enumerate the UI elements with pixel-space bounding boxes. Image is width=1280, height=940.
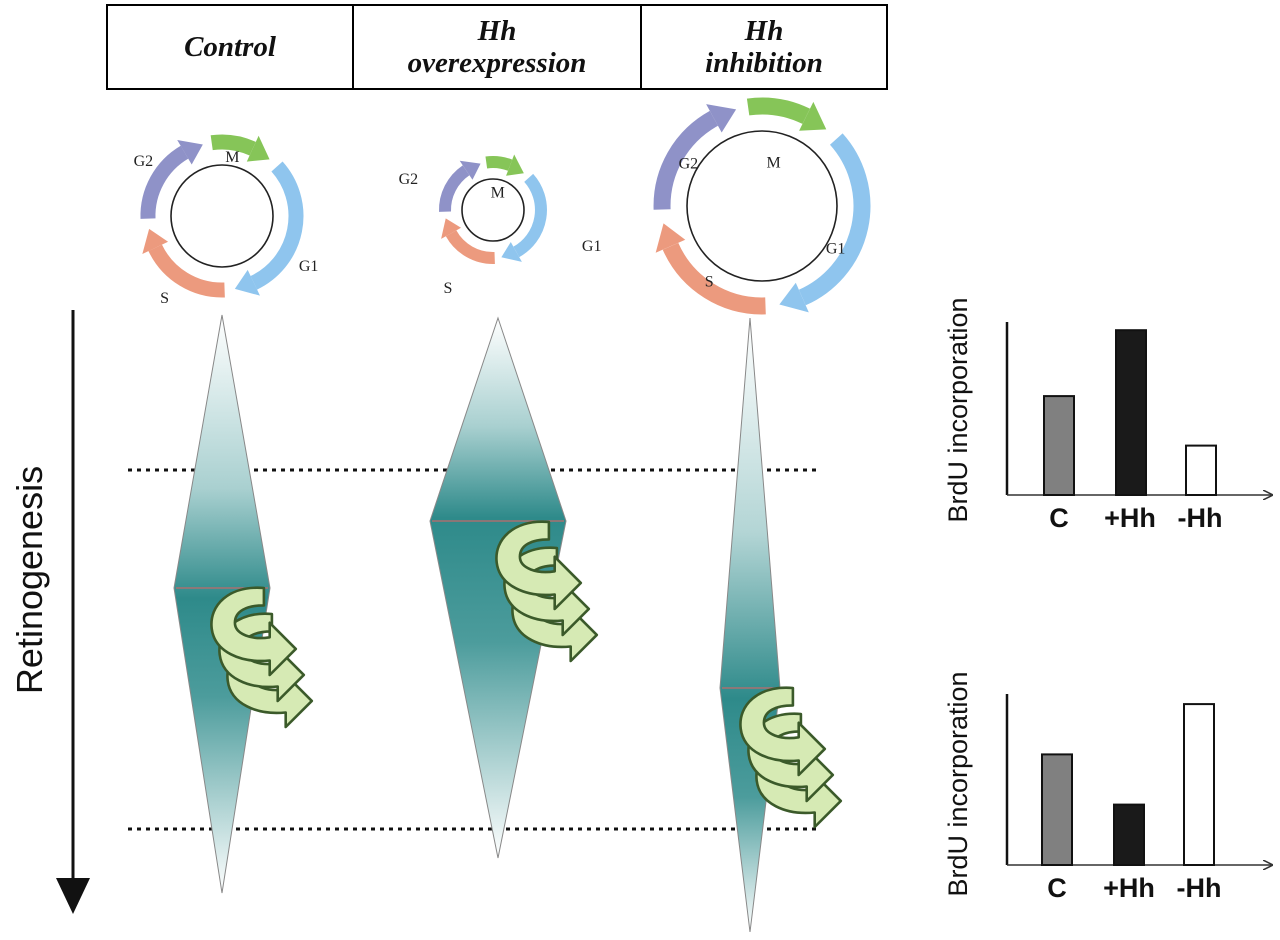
g2-phase-label: G2 bbox=[399, 171, 419, 188]
cell-circle bbox=[461, 178, 525, 242]
chart2-xtick-c: C bbox=[1047, 873, 1067, 903]
curled-arrow bbox=[210, 586, 298, 677]
g1-phase-arrow bbox=[501, 173, 547, 262]
g1-phase-label: G1 bbox=[299, 258, 319, 275]
chart1-xtick-minus-hh: -Hh bbox=[1177, 503, 1223, 533]
cell-cycle-2: M G1S G2 bbox=[653, 97, 871, 315]
m-phase-arrow bbox=[746, 97, 827, 131]
g2-phase-label: G2 bbox=[134, 153, 154, 170]
m-phase-arrow bbox=[210, 134, 270, 162]
header-hh-overexpression: Hh overexpression bbox=[352, 4, 642, 90]
s-phase-arrow bbox=[441, 218, 495, 265]
bar-minus-hh bbox=[1183, 703, 1215, 866]
m-phase-arrow bbox=[485, 154, 524, 176]
diamond-hh-inhibition bbox=[719, 317, 781, 933]
cell-cycle-0: M G1S G2 bbox=[134, 134, 319, 307]
curled-arrows-2 bbox=[739, 686, 843, 829]
s-phase-arrow bbox=[655, 223, 766, 315]
curled-arrow bbox=[739, 686, 827, 777]
bar-c bbox=[1043, 395, 1075, 497]
chart2-xtick-minus-hh: -Hh bbox=[1176, 873, 1222, 903]
bar-chart-2 bbox=[1005, 694, 1272, 867]
g1-phase-label: G1 bbox=[826, 241, 846, 258]
cell-circle bbox=[170, 164, 274, 268]
header-line1: Hh bbox=[744, 15, 784, 47]
g2-phase-label: G2 bbox=[679, 156, 699, 173]
header-line2: overexpression bbox=[407, 47, 587, 79]
chart2-ylabel: BrdU incorporation bbox=[943, 671, 973, 896]
s-phase-arrow bbox=[142, 228, 225, 298]
g2-phase-arrow bbox=[438, 160, 481, 212]
retinogenesis-label: Retinogenesis bbox=[9, 465, 50, 695]
curled-arrows-0 bbox=[210, 586, 314, 729]
g2-phase-arrow bbox=[653, 104, 737, 210]
m-phase-label: M bbox=[491, 185, 505, 202]
g2-phase-arrow bbox=[140, 139, 203, 219]
chart1-xtick-c: C bbox=[1049, 503, 1069, 533]
s-phase-label: S bbox=[160, 290, 169, 307]
header-hh-inhibition: Hh inhibition bbox=[640, 4, 888, 90]
header-line2: inhibition bbox=[705, 47, 823, 79]
chart1-ylabel: BrdU incorporation bbox=[943, 297, 973, 522]
bar-plusminus-hh bbox=[1113, 803, 1145, 866]
cell-circle bbox=[686, 130, 838, 282]
g1-phase-arrow bbox=[234, 161, 304, 296]
bar-c bbox=[1041, 753, 1073, 867]
curled-arrows-1 bbox=[495, 520, 599, 663]
header-line1: Hh bbox=[477, 15, 517, 47]
s-phase-label: S bbox=[705, 273, 714, 290]
header-line1: Control bbox=[184, 31, 276, 63]
m-phase-label: M bbox=[225, 149, 239, 166]
chart1-ylabel-text: BrdU incorporation bbox=[943, 297, 973, 523]
bar-minus-hh bbox=[1185, 444, 1217, 497]
chart2-ylabel-text: BrdU incorporation bbox=[943, 671, 973, 897]
s-phase-label: S bbox=[444, 280, 453, 297]
bar-chart-1 bbox=[1005, 322, 1272, 497]
chart2-xtick-plus-hh: +Hh bbox=[1103, 873, 1155, 903]
chart1-xtick-plus-hh: +Hh bbox=[1104, 503, 1156, 533]
retinogenesis-arrowhead bbox=[56, 878, 90, 914]
g1-phase-label: G1 bbox=[582, 238, 602, 255]
cell-cycle-1: M G1S G2 bbox=[399, 154, 602, 297]
bar-plusminus-hh bbox=[1115, 329, 1147, 497]
m-phase-label: M bbox=[766, 155, 780, 172]
header-control: Control bbox=[106, 4, 354, 90]
curled-arrow bbox=[495, 520, 583, 611]
g1-phase-arrow bbox=[779, 133, 871, 313]
